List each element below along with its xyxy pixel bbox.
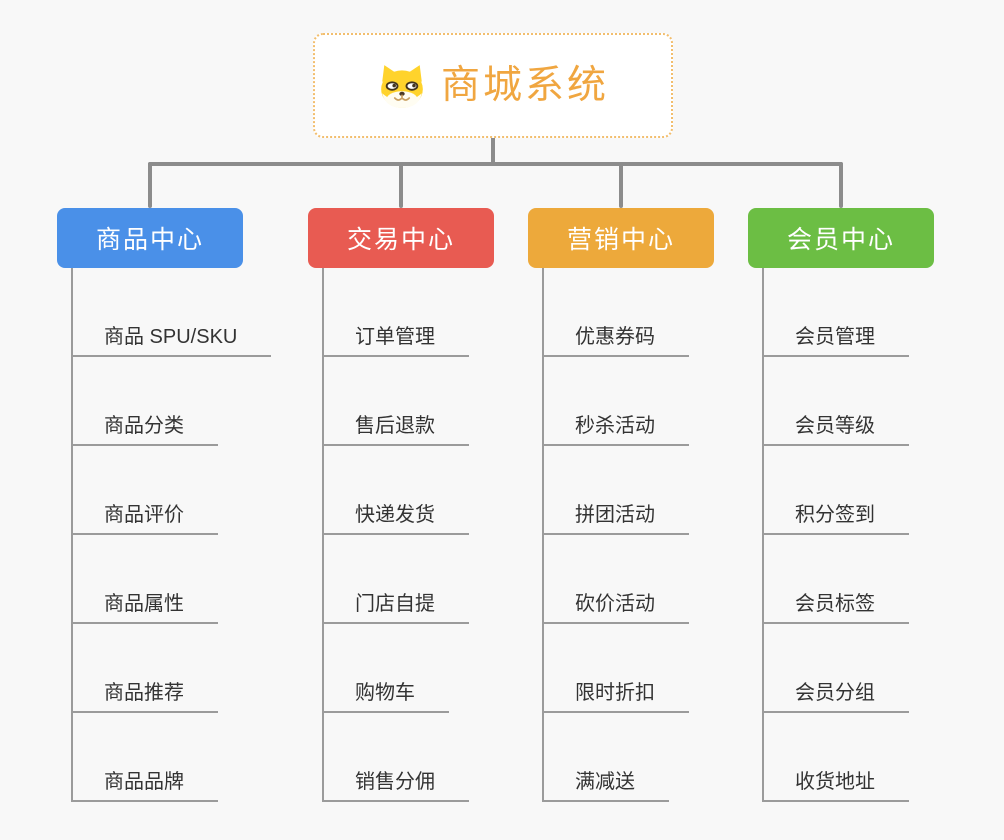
sub-node[interactable]: 砍价活动 xyxy=(542,590,689,624)
root-node-label: 商城系统 xyxy=(440,64,609,107)
group-node-label: 营销中心 xyxy=(566,226,675,254)
sub-node[interactable]: 商品 SPU/SKU xyxy=(71,323,272,357)
connector-drop-trade xyxy=(399,162,403,208)
sub-node[interactable]: 商品评价 xyxy=(71,501,218,535)
sub-node[interactable]: 商品分类 xyxy=(71,412,218,446)
sub-node[interactable]: 会员等级 xyxy=(762,412,909,446)
sub-node[interactable]: 销售分佣 xyxy=(322,768,469,802)
sub-node[interactable]: 秒杀活动 xyxy=(542,412,689,446)
connector-trunk xyxy=(762,268,764,802)
connector-trunk xyxy=(71,268,73,802)
group-node-marketing-center[interactable]: 营销中心 xyxy=(528,208,714,268)
sub-node[interactable]: 限时折扣 xyxy=(542,679,689,713)
connector-drop-member xyxy=(839,162,843,208)
group-node-product-center[interactable]: 商品中心 xyxy=(57,208,243,268)
group-node-label: 会员中心 xyxy=(786,226,895,254)
sub-node[interactable]: 优惠券码 xyxy=(542,323,689,357)
sub-node[interactable]: 积分签到 xyxy=(762,501,909,535)
sub-node[interactable]: 会员管理 xyxy=(762,323,909,357)
sub-node[interactable]: 商品属性 xyxy=(71,590,218,624)
group-node-label: 交易中心 xyxy=(346,226,455,254)
sub-node[interactable]: 会员标签 xyxy=(762,590,909,624)
connector-trunk xyxy=(542,268,544,802)
sub-node[interactable]: 商品推荐 xyxy=(71,679,218,713)
connector-trunk xyxy=(322,268,324,802)
connector-drop-product xyxy=(148,162,152,208)
sub-node[interactable]: 商品品牌 xyxy=(71,768,218,802)
connector-drop-marketing xyxy=(619,162,623,208)
sub-node[interactable]: 售后退款 xyxy=(322,412,469,446)
group-node-trade-center[interactable]: 交易中心 xyxy=(308,208,494,268)
sub-node[interactable]: 购物车 xyxy=(322,679,449,713)
group-node-label: 商品中心 xyxy=(95,226,204,254)
sub-node[interactable]: 门店自提 xyxy=(322,590,469,624)
sub-node[interactable]: 会员分组 xyxy=(762,679,909,713)
sub-node[interactable]: 快递发货 xyxy=(322,501,469,535)
sub-node[interactable]: 满减送 xyxy=(542,768,669,802)
sub-node[interactable]: 订单管理 xyxy=(322,323,469,357)
sub-node[interactable]: 收货地址 xyxy=(762,768,909,802)
connector-root-stem xyxy=(491,138,495,164)
connector-bus xyxy=(148,162,843,166)
root-node-mall-system[interactable]: 商城系统 xyxy=(313,33,673,138)
group-node-member-center[interactable]: 会员中心 xyxy=(748,208,934,268)
sub-node[interactable]: 拼团活动 xyxy=(542,501,689,535)
dog-face-icon xyxy=(381,64,423,108)
